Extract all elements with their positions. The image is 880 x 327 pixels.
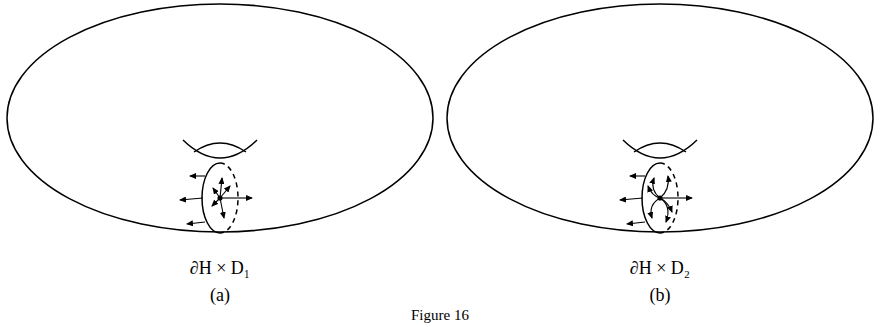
figure-label: ∂H × D₂ [630, 258, 690, 279]
figure-label: ∂H × D₁ [190, 258, 250, 279]
panel-letter: (a) [210, 285, 230, 306]
figure-caption: Figure 16 [411, 307, 469, 324]
panel-letter: (b) [650, 285, 671, 306]
